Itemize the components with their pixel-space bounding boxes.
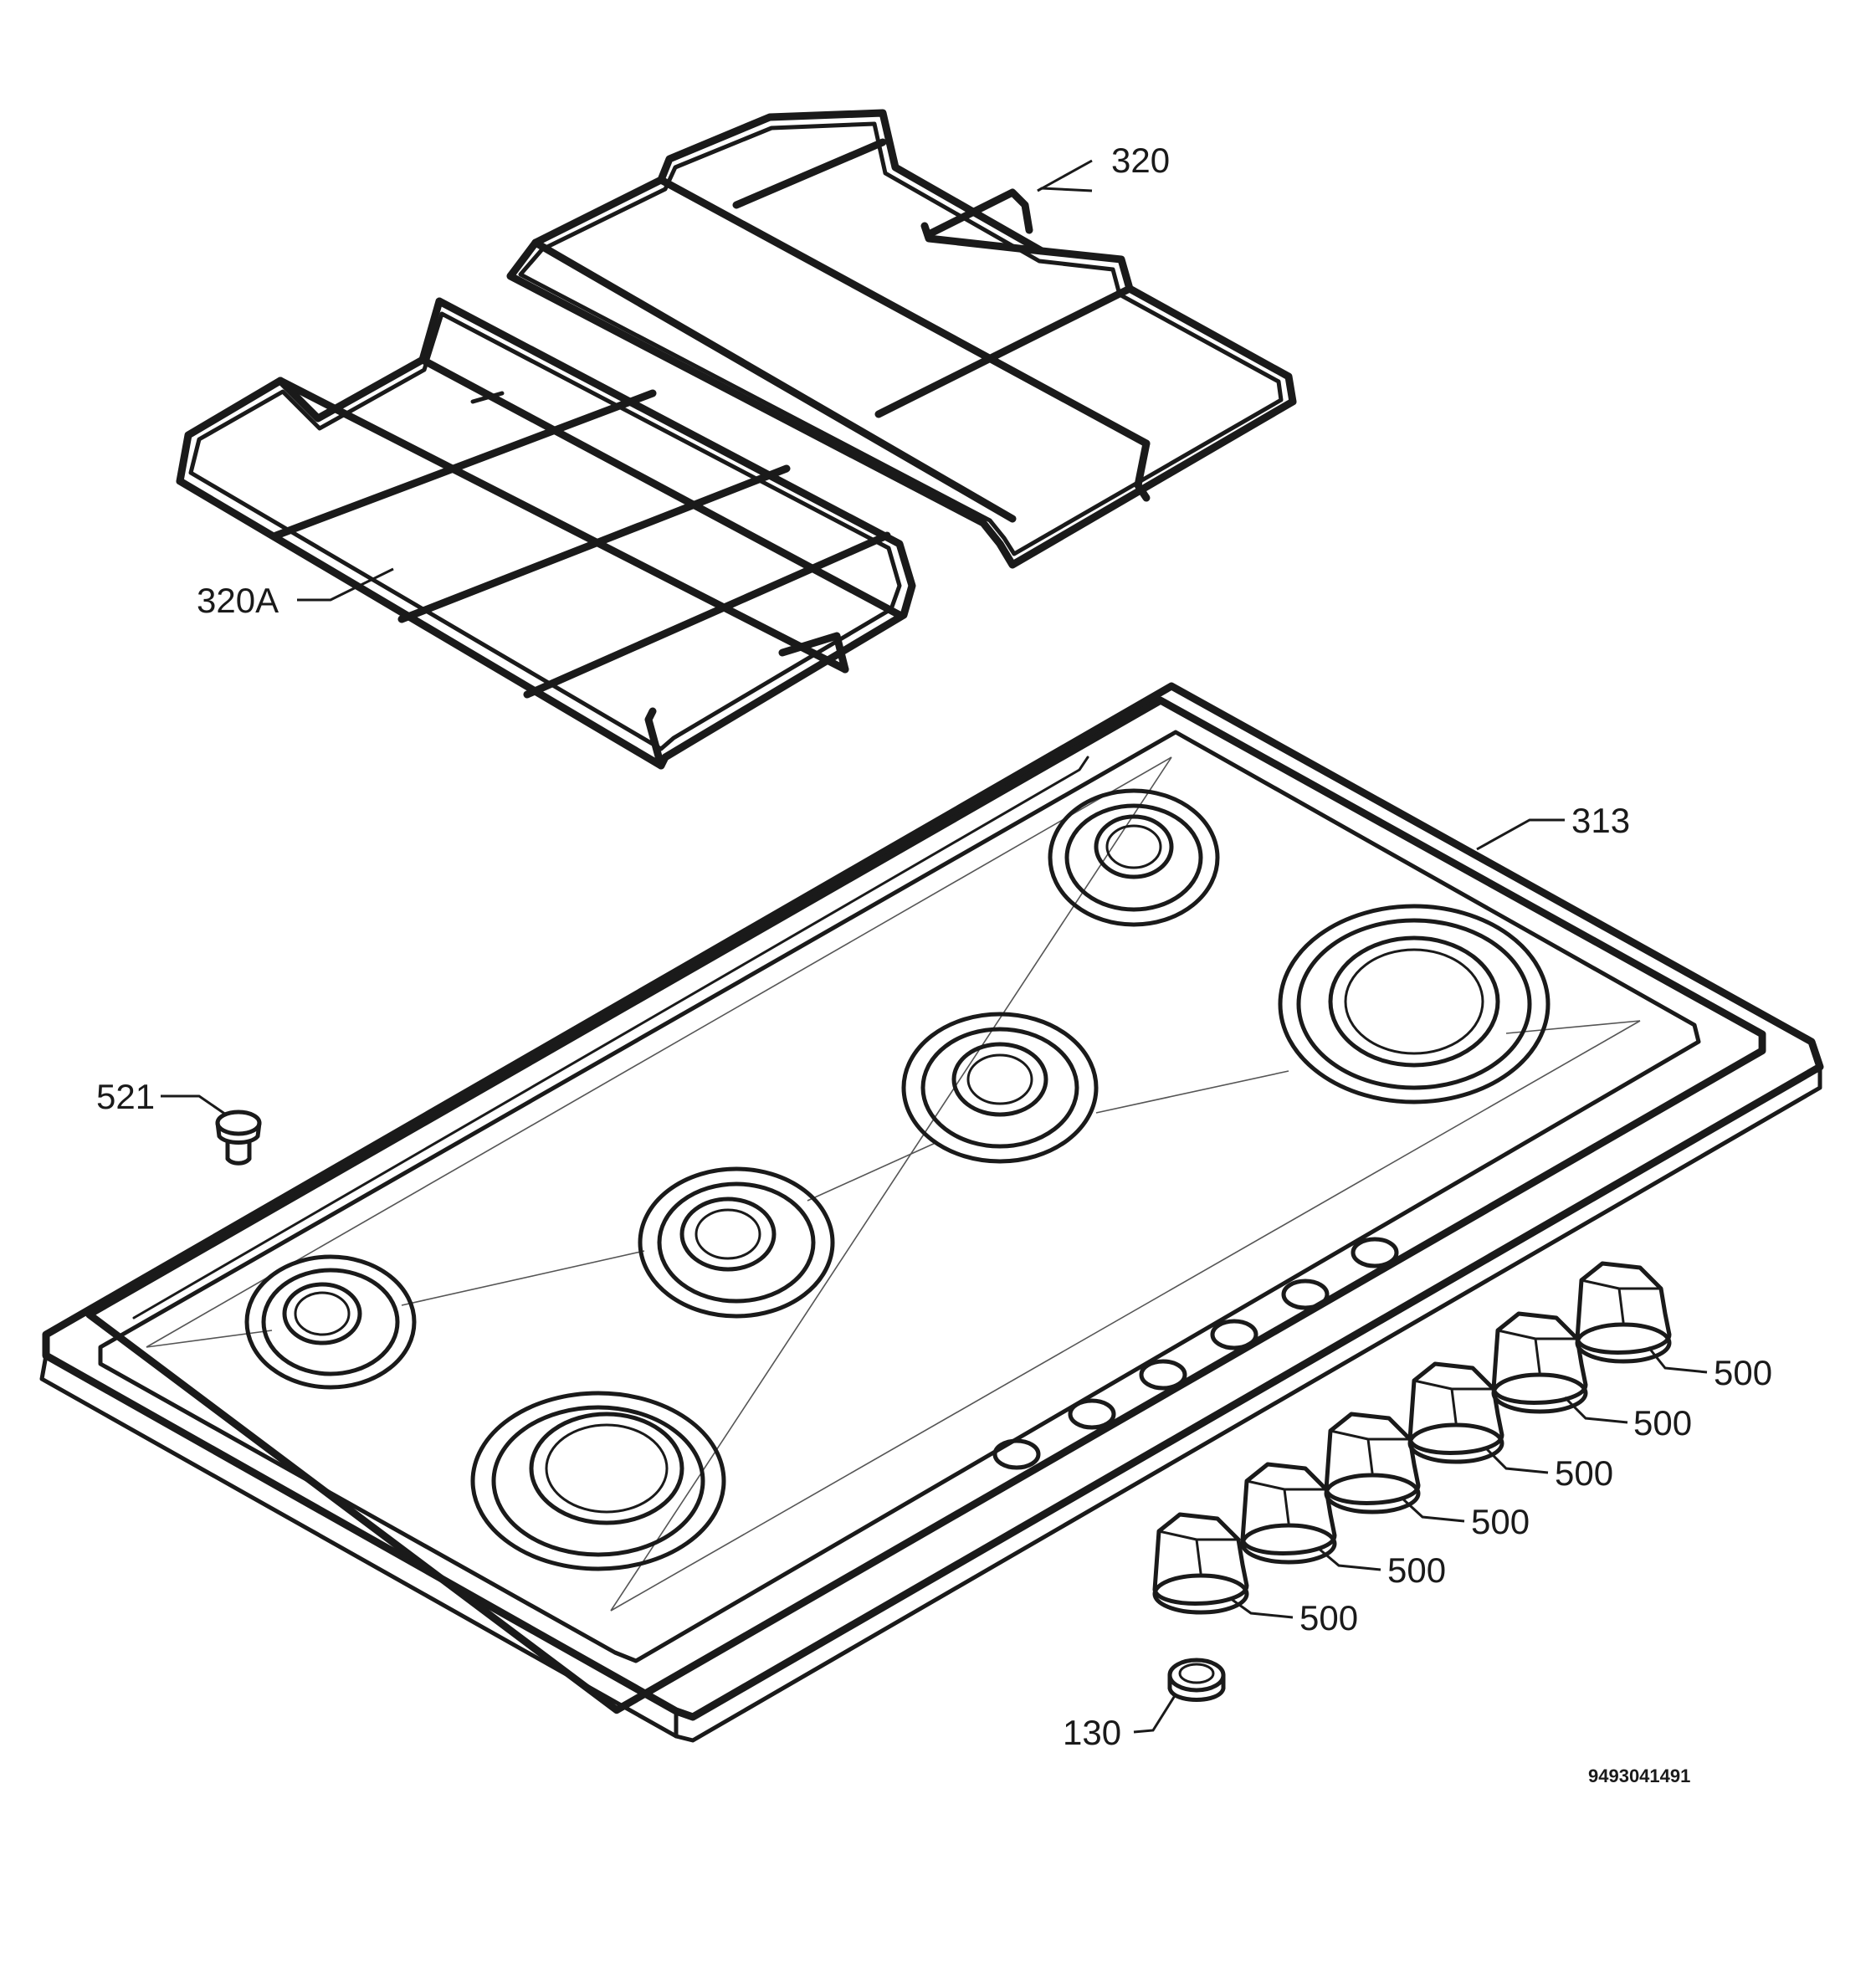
knob-ring-130	[1167, 1658, 1226, 1702]
control-hole	[992, 1438, 1041, 1470]
document-number: 9493041491	[1588, 1765, 1690, 1786]
burner-front-large	[470, 1391, 726, 1571]
callout-320a: 320A	[197, 581, 279, 620]
callout-500: 500	[1299, 1598, 1358, 1637]
knobs-500	[1152, 1261, 1672, 1615]
burner-middle-left	[638, 1166, 835, 1319]
control-hole	[1210, 1319, 1258, 1350]
control-hole	[1139, 1359, 1187, 1391]
knob	[1491, 1311, 1588, 1414]
control-hole	[1351, 1237, 1399, 1268]
burner-rear-left	[1048, 788, 1220, 927]
callout-500: 500	[1555, 1453, 1613, 1493]
knob	[1324, 1412, 1421, 1514]
knob	[1575, 1261, 1672, 1364]
hob-top-313	[39, 682, 1824, 1743]
control-hole	[1068, 1398, 1116, 1430]
callout-500: 500	[1387, 1550, 1446, 1590]
callout-500: 500	[1714, 1353, 1772, 1392]
screw-521	[215, 1109, 262, 1166]
burner-far-left	[244, 1254, 417, 1390]
control-hole	[1281, 1279, 1330, 1310]
callout-521: 521	[96, 1077, 155, 1116]
knob	[1407, 1361, 1504, 1464]
burner-wok-right	[1278, 904, 1551, 1104]
leader-lines	[161, 159, 1708, 1734]
knob	[1240, 1462, 1337, 1565]
burner-center	[901, 1012, 1099, 1164]
callout-313: 313	[1571, 801, 1630, 840]
callout-500: 500	[1471, 1502, 1530, 1541]
callout-500: 500	[1633, 1403, 1692, 1443]
callout-320: 320	[1111, 141, 1170, 180]
pan-support-320	[506, 109, 1297, 569]
pan-support-320a	[176, 297, 916, 770]
knob	[1152, 1512, 1249, 1615]
callout-130: 130	[1063, 1713, 1121, 1752]
